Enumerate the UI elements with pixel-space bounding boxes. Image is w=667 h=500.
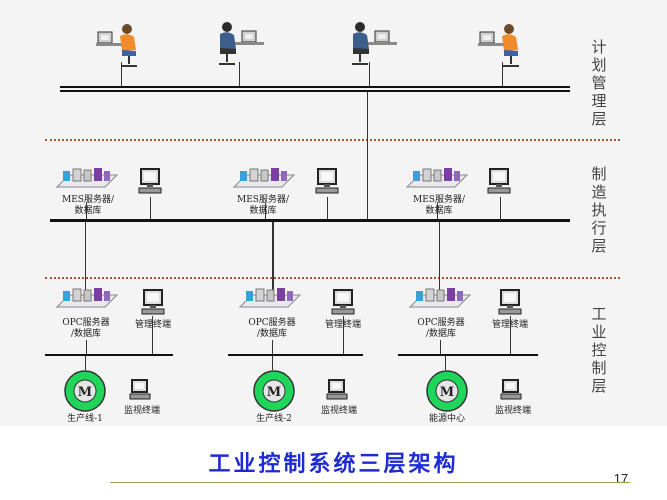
management-terminal-label: 管理终端 [324, 320, 361, 330]
layer-label-planning: 计划管理层 [591, 38, 607, 128]
production-line-label: 生产线-1 [67, 414, 103, 424]
connector-mgmt-3 [510, 316, 511, 354]
server-rack-icon [238, 288, 302, 308]
monitor-terminal-icon [326, 379, 348, 400]
connector-mgmt-2 [343, 316, 344, 354]
production-line-label: 生产线-2 [256, 414, 292, 424]
execution-bus [50, 219, 570, 222]
motor-symbol: M [267, 385, 281, 400]
connector-mes-1 [86, 203, 87, 219]
motor-symbol: M [440, 385, 454, 400]
server-rack-icon [55, 168, 119, 188]
layer-divider [45, 277, 620, 279]
connector-mes-3 [437, 203, 438, 219]
opc-server-label: OPC服务器 /数据库 [62, 318, 110, 339]
computer-terminal-icon [487, 168, 511, 194]
opc-server-label: OPC服务器 /数据库 [248, 318, 296, 339]
connector-execution-control-3 [439, 221, 440, 291]
energy-center-label: 能源中心 [428, 414, 465, 424]
connector-workstation-4 [502, 62, 503, 86]
layer-label-execution: 制造执行层 [591, 165, 607, 255]
server-rack-icon [408, 288, 472, 308]
opc-server-label: OPC服务器 /数据库 [417, 318, 465, 339]
connector-workstation-3 [369, 62, 370, 86]
connector-workstation-1 [121, 62, 122, 86]
management-terminal-label: 管理终端 [134, 320, 171, 330]
layer-divider [45, 139, 620, 141]
motor-icon: M [64, 370, 106, 412]
connector-motor-2 [272, 356, 273, 370]
mes-server-label: MES服务器/ 数据库 [413, 195, 465, 216]
connector-mes-2 [265, 203, 266, 219]
connector-mgmt-1 [152, 316, 153, 354]
monitor-terminal-label: 监视终端 [320, 406, 357, 416]
operator-workstation-icon [96, 24, 137, 67]
slide-caption: 工业控制系统三层架构 [208, 451, 459, 477]
computer-terminal-icon [498, 289, 522, 315]
connector-opc-1 [86, 340, 87, 354]
monitor-terminal-icon [129, 379, 151, 400]
connector-motor-3 [445, 356, 446, 370]
control-bus-2 [228, 354, 363, 356]
connector-terminal-2 [327, 197, 328, 219]
connector-execution-control-1 [85, 221, 86, 291]
layer-label-control: 工业控制层 [591, 305, 607, 395]
connector-terminal-1 [150, 197, 151, 219]
footer-rule [110, 482, 630, 483]
connector-terminal-3 [500, 197, 501, 219]
computer-terminal-icon [315, 168, 339, 194]
server-rack-icon [232, 168, 296, 188]
control-bus-1 [45, 354, 173, 356]
connector-motor-1 [85, 356, 86, 370]
motor-symbol: M [78, 385, 92, 400]
computer-terminal-icon [138, 168, 162, 194]
connector-execution-control-2 [272, 221, 274, 291]
operator-workstation-icon [219, 22, 264, 65]
planning-bus [60, 86, 570, 88]
server-rack-icon [405, 168, 469, 188]
motor-icon: M [426, 370, 468, 412]
control-bus-3 [398, 354, 538, 356]
server-rack-icon [55, 288, 119, 308]
computer-terminal-icon [141, 289, 165, 315]
connector-opc-2 [272, 340, 273, 354]
monitor-terminal-icon [500, 379, 522, 400]
motor-icon: M [253, 370, 295, 412]
connector-opc-3 [440, 340, 441, 354]
planning-bus-lower [60, 90, 570, 92]
page-number: 17 [613, 471, 629, 486]
mes-server-label: MES服务器/ 数据库 [237, 195, 289, 216]
connector-planning-execution [367, 90, 368, 219]
operator-workstation-icon [352, 22, 397, 65]
mes-server-label: MES服务器/ 数据库 [62, 195, 114, 216]
computer-terminal-icon [331, 289, 355, 315]
connector-workstation-2 [239, 62, 240, 86]
monitor-terminal-label: 监视终端 [123, 406, 160, 416]
operator-workstation-icon [478, 24, 519, 67]
diagram-panel: MES服务器/ 数据库 MES服务器/ 数据库 MES服务器/ 数据库 [0, 0, 667, 426]
management-terminal-label: 管理终端 [491, 320, 528, 330]
monitor-terminal-label: 监视终端 [494, 406, 531, 416]
